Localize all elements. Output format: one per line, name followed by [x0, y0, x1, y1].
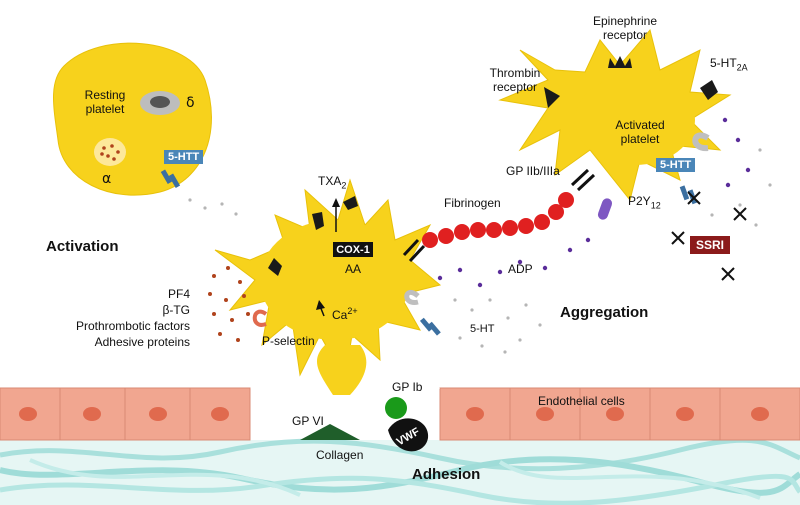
fibrinogen-chain	[422, 192, 574, 248]
alpha-granule-label: α	[102, 171, 112, 187]
calcium-label: Ca2+	[332, 304, 358, 322]
activated-platelet-top	[498, 28, 732, 220]
gp-ib-label: GP Ib	[392, 380, 423, 394]
adhesion-heading: Adhesion	[412, 466, 481, 483]
central-receptor-left	[268, 258, 282, 276]
txa2-shape	[343, 196, 358, 210]
htt-tag-right: 5-HTT	[656, 158, 696, 172]
p-selectin-shape	[252, 309, 268, 327]
cox1-label: COX-1	[336, 244, 370, 256]
fibrinogen-label: Fibrinogen	[444, 196, 501, 210]
5ht2a-label: 5-HT2A	[710, 56, 748, 74]
5ht2a-label-sub: 2A	[736, 62, 748, 73]
aa-label: AA	[344, 262, 361, 276]
adp-label: ADP	[508, 262, 533, 276]
5ht2a-label-main: 5-HT	[710, 56, 737, 70]
calcium-label-sup: 2+	[347, 306, 358, 316]
gp-vi-collagen-shape	[300, 424, 360, 440]
central-5htt-transporter	[419, 317, 441, 336]
gp-vi-label: GP VI	[292, 414, 324, 428]
thrombin-receptor-label: Thrombin receptor	[489, 66, 541, 94]
p2y12-label-sub: 12	[650, 200, 661, 211]
epinephrine-receptor-shape	[608, 56, 632, 68]
central-receptor-crescent	[404, 289, 420, 305]
p2y12-label: P2Y12	[628, 194, 661, 212]
collagen-label: Collagen	[316, 448, 364, 462]
endothelial-cells-label: Endothelial cells	[538, 394, 625, 408]
activated-5htt-transporter	[679, 185, 698, 205]
released-mediator-dots	[188, 117, 772, 354]
htt-tag-left: 5-HTT	[164, 150, 204, 164]
activated-receptor-crescent	[692, 132, 710, 152]
epinephrine-receptor-label: Epinephrine receptor	[592, 14, 658, 42]
thrombin-receptor-shape	[544, 87, 560, 108]
resting-platelet	[53, 42, 212, 196]
5ht2a-receptor-shape	[700, 80, 718, 100]
p2y12-label-main: P2Y	[628, 194, 651, 208]
txa2-label-main: TXA	[318, 174, 342, 188]
cox1-box	[333, 242, 373, 257]
activated-platelet-label: Activated platelet	[615, 118, 665, 146]
aggregation-heading: Aggregation	[560, 304, 649, 321]
txa2-label: TXA2	[318, 174, 346, 192]
p2y12-receptor	[597, 198, 613, 220]
gp2b3a-receptor-central	[402, 238, 426, 263]
five-ht-label: 5-HT	[470, 323, 495, 335]
central-receptor-top	[312, 212, 324, 230]
delta-granule-label: δ	[186, 95, 195, 111]
ssri-tag: SSRI	[690, 236, 731, 254]
secreted-granule-dots	[208, 266, 250, 342]
extracellular-matrix	[0, 437, 800, 505]
alpha-granule	[94, 138, 126, 166]
resting-5htt-transporter	[160, 169, 181, 189]
calcium-label-main: Ca	[332, 308, 348, 322]
released-factors-list: PF4 β-TG Prothrombotic factors Adhesive …	[75, 287, 190, 349]
gp2b3a-receptor-top	[570, 168, 596, 192]
activated-platelet-central	[214, 178, 442, 395]
endothelial-layer	[0, 387, 800, 441]
activation-heading: Activation	[46, 238, 119, 255]
vwf-shape	[388, 418, 429, 452]
ssri-cross-marks	[671, 191, 747, 281]
p-selectin-label: P-selectin	[262, 334, 315, 348]
txa2-label-sub: 2	[341, 180, 347, 191]
resting-platelet-label: Resting platelet	[84, 88, 126, 116]
gp-ib-shape	[385, 397, 407, 419]
gp2b3a-label: GP IIb/IIIa	[506, 164, 560, 178]
